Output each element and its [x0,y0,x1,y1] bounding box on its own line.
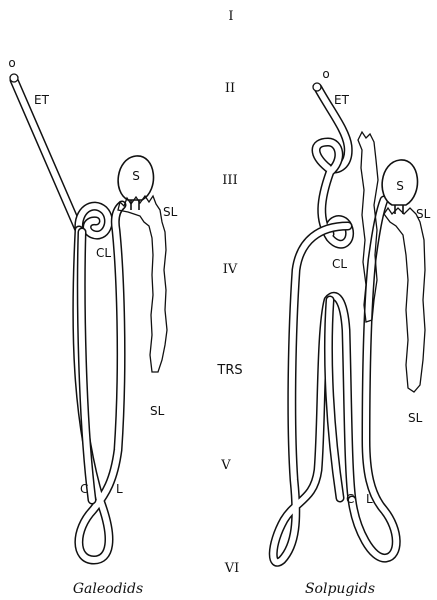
segment-label-2: II [225,81,235,96]
solpugids-label-sl-lower: SL [408,411,423,425]
galeodids-label-cl: CL [96,246,111,260]
galeodids-opening [10,74,18,82]
solpugids-opening [313,83,321,91]
segment-label-3: III [222,173,237,188]
segment-label-trs: TRS [216,363,242,378]
solpugids-label-et: ET [334,93,350,107]
caption-galeodids: Galeodids [73,581,143,597]
galeodids-label-et: ET [34,93,50,107]
galeodids-label-sl-upper: SL [163,205,178,219]
galeodids-label-c: C [80,482,88,496]
solpugids-label-opening: o [322,67,329,81]
solpugids-label-s: S [396,179,404,193]
solpugids-gland: o ET S SL CL SL C L [273,67,430,562]
segment-label-4: IV [223,262,238,277]
segment-label-6: VI [224,561,240,576]
galeodids-label-sl-lower: SL [150,404,165,418]
galeodids-label-l: L [116,482,123,496]
galeodids-gland: o ET S SL CL SL C L [8,56,177,560]
solpugids-label-l: L [366,492,373,506]
solpugids-coiled-labyrinth [273,142,396,562]
segment-label-1: I [228,9,233,24]
segment-label-5: V [220,458,231,473]
solpugids-saccular-labyrinth-lower [384,208,425,392]
galeodids-label-opening: o [8,56,15,70]
caption-solpugids: Solpugids [305,581,375,597]
galeodids-label-s: S [132,169,140,183]
solpugids-label-c: C [346,492,354,506]
solpugids-label-cl: CL [332,257,347,271]
solpugids-label-sl-upper: SL [416,207,431,221]
